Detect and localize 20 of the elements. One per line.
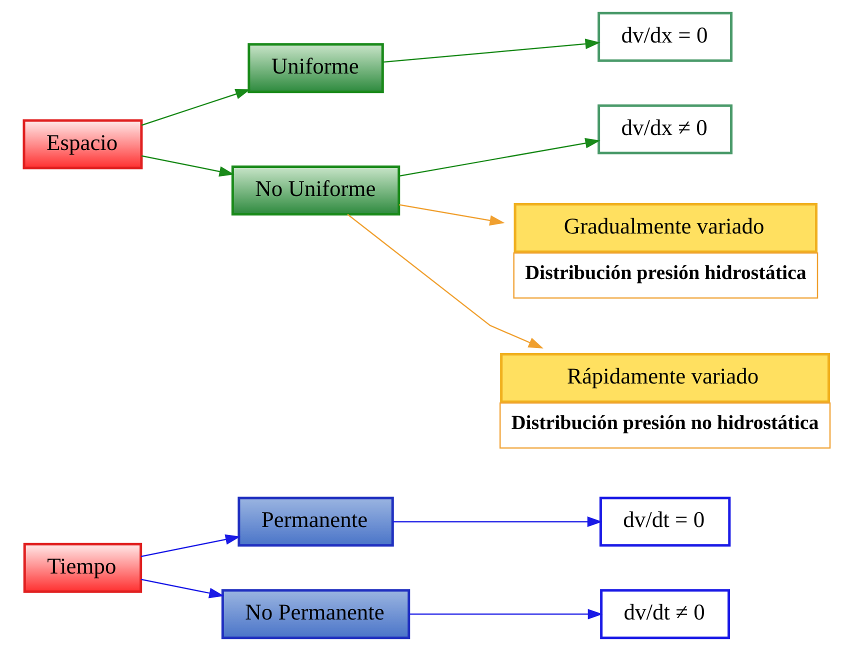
arrow [399, 138, 600, 177]
node-box: Permanente [238, 496, 394, 547]
node-box: dv/dt = 0 [599, 496, 731, 547]
arrow [141, 88, 251, 126]
node-box: No Uniforme [231, 166, 400, 216]
arrow [140, 534, 240, 558]
arrow [392, 516, 602, 527]
node-box: Uniforme [248, 43, 384, 94]
arrow [409, 608, 603, 620]
arrow [141, 155, 234, 177]
node-box: dv/dx ≠ 0 [598, 104, 733, 154]
node-box: Espacio [22, 119, 143, 170]
arrow [382, 38, 600, 63]
node-box: dv/dx = 0 [598, 12, 733, 62]
node-box: No Permanente [221, 589, 410, 640]
arrow [347, 214, 544, 349]
node-box: Tiempo [23, 542, 142, 593]
arrow [399, 204, 505, 226]
node-box: dv/dt ≠ 0 [600, 589, 730, 640]
arrow [140, 578, 224, 598]
